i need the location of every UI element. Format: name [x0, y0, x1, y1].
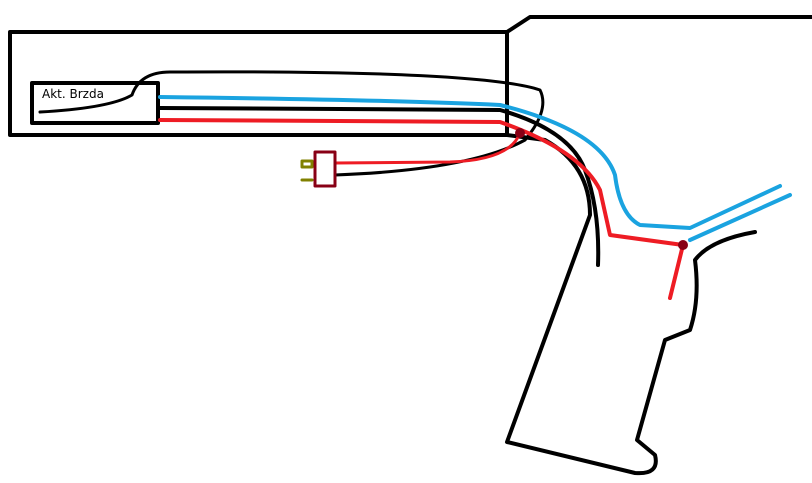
- red-wire-to-connector: [333, 131, 522, 165]
- connector-pin: [300, 159, 314, 169]
- black-wire-loop: [38, 70, 545, 177]
- junction-dot: [515, 128, 525, 138]
- brake-actuator-box: [30, 81, 160, 125]
- connector-plug: [313, 150, 337, 188]
- upper-outline: [505, 15, 812, 34]
- brake-actuator-label: Akt. Brzda: [42, 87, 104, 101]
- red-wire: [158, 118, 685, 300]
- blue-wire: [158, 95, 792, 242]
- junction-dot: [678, 240, 688, 250]
- grip-outline: [505, 133, 757, 476]
